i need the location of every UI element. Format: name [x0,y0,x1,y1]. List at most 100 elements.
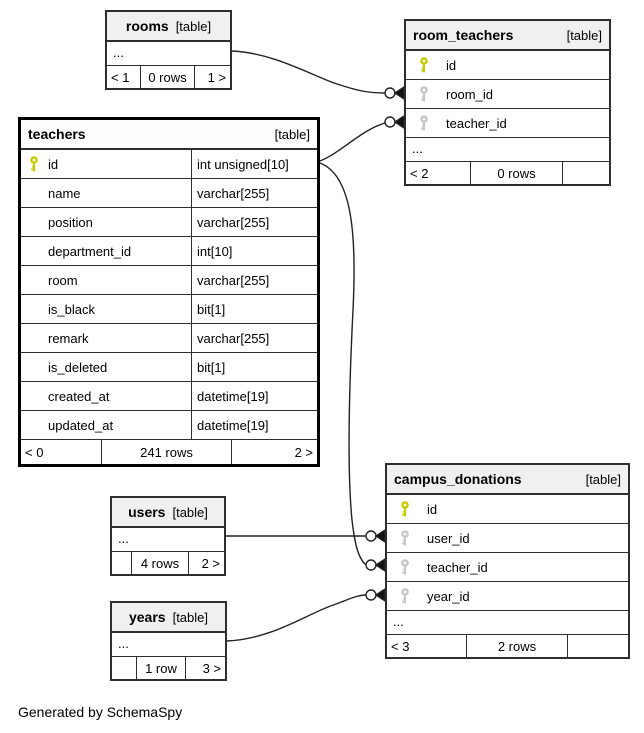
column-name: created_at [48,388,110,404]
table-name[interactable]: room_teachers [413,27,514,43]
column-type: varchar[255] [197,272,270,288]
table-users-header[interactable]: users [table] [112,498,224,528]
zero-circle [365,589,377,601]
crowfoot-arrow [393,85,405,101]
column-row: updated_at datetime[19] [21,411,317,440]
row-count: 4 rows [131,552,188,574]
column-name: is_black [48,301,95,317]
next-degree-link[interactable] [567,635,628,657]
column-type: varchar[255] [197,330,270,346]
column-type: datetime[19] [197,388,269,404]
column-name: name [48,185,81,201]
collapsed-columns: ... [112,528,224,552]
foreign-key-icon [399,587,411,605]
zero-circle [365,530,377,542]
next-degree-link[interactable]: 2 > [231,440,317,464]
column-name: position [48,214,93,230]
column-name: user_id [427,530,470,546]
column-row: id [387,495,628,524]
table-teachers[interactable]: teachers [table] id int unsigned[10] nam… [18,117,320,467]
column-type: bit[1] [197,301,226,317]
collapsed-columns: ... [387,611,628,635]
column-type: varchar[255] [197,185,270,201]
column-name: teacher_id [446,115,507,131]
table-name[interactable]: years [128,609,166,625]
zero-circle [384,87,396,99]
column-row: remark varchar[255] [21,324,317,353]
column-row: is_black bit[1] [21,295,317,324]
table-room_teachers[interactable]: room_teachers [table] id room_id teacher… [404,19,611,186]
table-years[interactable]: years [table] ... 1 row 3 > [110,601,227,681]
table-years-footer: 1 row 3 > [112,657,225,679]
prev-degree-link[interactable]: < 2 [410,165,429,181]
table-name[interactable]: campus_donations [394,471,522,487]
table-name[interactable]: rooms [125,18,169,34]
column-name: is_deleted [48,359,108,375]
column-row: created_at datetime[19] [21,382,317,411]
next-degree-link[interactable] [562,162,609,184]
primary-key-icon [28,155,40,173]
collapsed-columns: ... [112,633,225,657]
column-row: id int unsigned[10] [21,150,317,179]
column-name: department_id [48,243,132,259]
prev-degree-link[interactable]: < 1 [111,69,130,85]
next-degree-link[interactable]: 2 > [188,552,224,574]
prev-degree-link[interactable]: < 3 [391,638,410,654]
column-row: year_id [387,582,628,611]
column-name: teacher_id [427,559,488,575]
table-tag: [table] [172,504,208,520]
table-teachers-footer: < 0 241 rows 2 > [21,440,317,464]
column-name: id [48,156,59,172]
table-teachers-header[interactable]: teachers [table] [21,120,317,150]
relation-rooms-to-room_teachers [231,50,386,94]
foreign-key-icon [418,85,430,103]
column-name: year_id [427,588,470,604]
crowfoot-arrow [393,114,405,130]
column-type: int[10] [197,243,233,259]
table-years-header[interactable]: years [table] [112,603,225,633]
collapsed-columns: ... [406,138,609,162]
table-room_teachers-header[interactable]: room_teachers [table] [406,21,609,51]
table-name[interactable]: users [128,504,166,520]
table-rooms[interactable]: rooms [table] ... < 1 0 rows 1 > [105,10,232,90]
column-row: department_id int[10] [21,237,317,266]
table-tag: [table] [566,27,602,43]
column-type: bit[1] [197,359,226,375]
primary-key-icon [399,500,411,518]
row-count: 1 row [136,657,185,679]
column-type: varchar[255] [197,214,270,230]
prev-degree-link[interactable]: < 0 [25,444,44,460]
table-tag: [table] [175,18,212,34]
column-row: is_deleted bit[1] [21,353,317,382]
table-rooms-header[interactable]: rooms [table] [107,12,230,42]
table-rooms-footer: < 1 0 rows 1 > [107,66,230,88]
relation-teachers-to-campus_donations [319,162,367,566]
crowfoot-arrow [374,587,386,603]
table-tag: [table] [274,126,310,142]
table-tag: [table] [172,609,208,625]
next-degree-link[interactable]: 1 > [194,66,230,88]
column-row: position varchar[255] [21,208,317,237]
table-users[interactable]: users [table] ... 4 rows 2 > [110,496,226,576]
column-name: room_id [446,86,493,102]
next-degree-link[interactable]: 3 > [185,657,225,679]
primary-key-icon [418,56,430,74]
table-campus_donations-header[interactable]: campus_donations [table] [387,465,628,495]
row-count: 241 rows [101,440,231,464]
table-campus_donations[interactable]: campus_donations [table] id user_id teac… [385,463,630,659]
column-row: teacher_id [406,109,609,138]
column-name: id [427,501,438,517]
column-name: room [48,272,78,288]
zero-circle [384,116,396,128]
prev-degree-link [112,657,136,679]
foreign-key-icon [399,558,411,576]
table-name[interactable]: teachers [28,126,86,142]
column-row: room_id [406,80,609,109]
row-count: 0 rows [470,162,562,184]
table-users-footer: 4 rows 2 > [112,552,224,574]
collapsed-columns: ... [107,42,230,66]
generated-by-note: Generated by SchemaSpy [18,704,183,720]
zero-circle [365,559,377,571]
